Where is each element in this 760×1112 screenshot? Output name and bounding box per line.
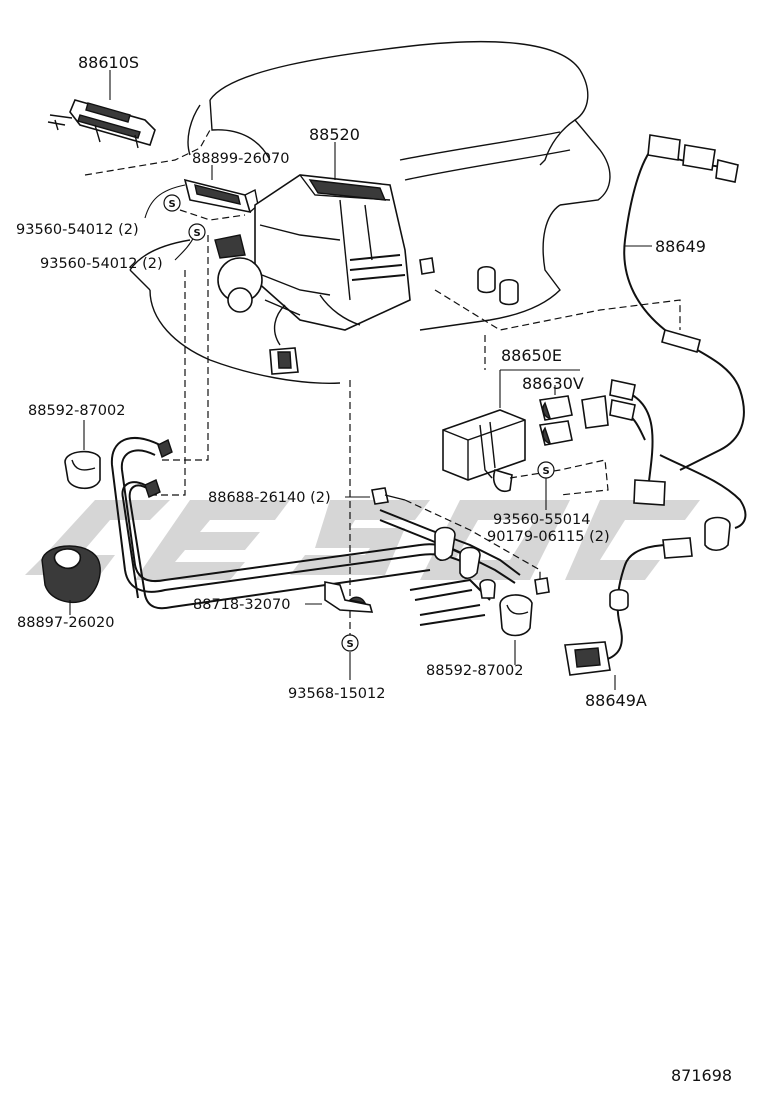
part-88899-bracket bbox=[183, 178, 259, 214]
part-88649-harness bbox=[609, 134, 747, 552]
vehicle-body bbox=[129, 40, 611, 384]
part-88592-grommet-b bbox=[499, 594, 533, 637]
dash-93560c bbox=[509, 459, 609, 496]
part-heater-pipes bbox=[110, 436, 521, 626]
svg-text:S: S bbox=[347, 639, 354, 650]
part-88897-grommet bbox=[41, 545, 101, 603]
label-88688: 88688-26140 (2) bbox=[208, 490, 331, 506]
dash-88688 bbox=[404, 499, 541, 585]
part-90179-nut bbox=[534, 577, 550, 595]
label-88649A: 88649A bbox=[585, 691, 647, 710]
label-88592-a: 88592-87002 bbox=[28, 403, 126, 419]
dash-88610S bbox=[84, 129, 211, 176]
svg-text:S: S bbox=[543, 466, 550, 477]
label-88650E: 88650E bbox=[501, 346, 562, 365]
label-93560-a: 93560-54012 (2) bbox=[16, 222, 139, 238]
dash-guide-1 bbox=[160, 235, 209, 461]
screw-symbol-c: S bbox=[537, 461, 555, 479]
leader-93560a bbox=[144, 184, 186, 219]
label-88592-b: 88592-87002 bbox=[426, 663, 524, 679]
part-88649A-harness bbox=[564, 537, 693, 676]
screw-symbol-d: S bbox=[341, 634, 359, 652]
label-88899: 88899-26070 bbox=[192, 151, 290, 167]
label-93568: 93568-15012 bbox=[288, 686, 386, 702]
label-88649: 88649 bbox=[655, 237, 706, 256]
part-88610S-switch bbox=[47, 99, 156, 149]
label-88610S: 88610S bbox=[78, 53, 139, 72]
part-88592-grommet-a bbox=[64, 450, 101, 490]
part-88520-heater-unit bbox=[214, 174, 411, 375]
label-88630V: 88630V bbox=[522, 374, 584, 393]
label-93560-b: 93560-54012 (2) bbox=[40, 256, 163, 272]
screw-symbol-b: S bbox=[188, 223, 206, 241]
label-88718: 88718-32070 bbox=[193, 597, 291, 613]
part-caps bbox=[419, 257, 519, 306]
label-88520: 88520 bbox=[309, 125, 360, 144]
part-88630V-sockets bbox=[539, 395, 609, 446]
dash-93560a bbox=[179, 209, 246, 221]
dash-guide-2 bbox=[150, 270, 186, 496]
label-90179: 90179-06115 (2) bbox=[487, 529, 610, 545]
leader-88650E bbox=[499, 369, 580, 408]
part-88650E-relay bbox=[442, 409, 526, 492]
part-88688-clamp bbox=[371, 487, 406, 505]
part-88718-clip bbox=[324, 581, 374, 613]
svg-text:S: S bbox=[169, 199, 176, 210]
figure-code: 871698 bbox=[671, 1066, 732, 1085]
screw-symbol-a: S bbox=[163, 194, 181, 212]
svg-text:S: S bbox=[194, 228, 201, 239]
label-93560-c: 93560-55014 bbox=[493, 512, 591, 528]
label-88897: 88897-26020 bbox=[17, 615, 115, 631]
dash-caps bbox=[434, 289, 681, 331]
